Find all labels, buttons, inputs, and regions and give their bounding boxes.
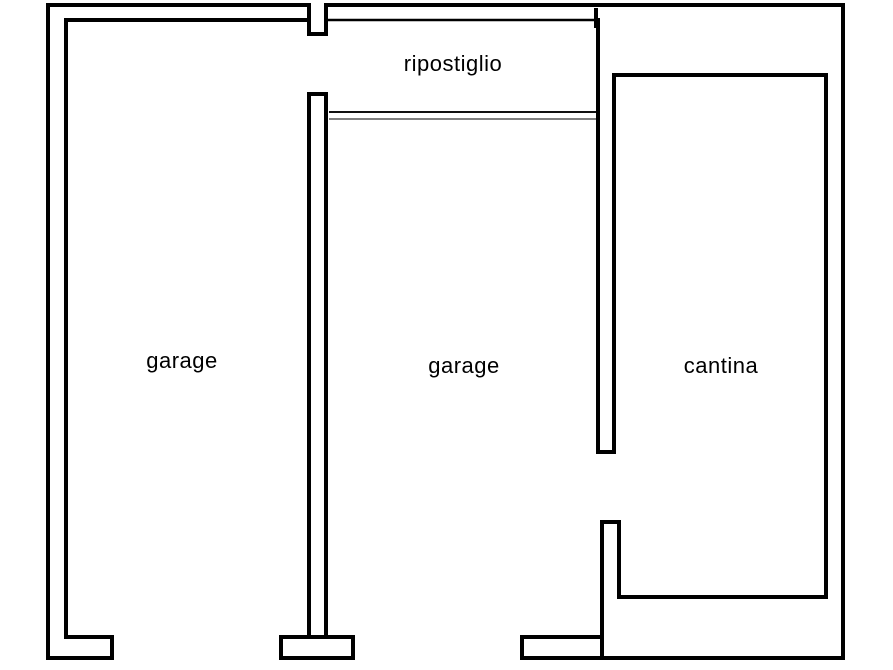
room-label-ripostiglio: ripostiglio — [403, 51, 503, 76]
outer-wall-left — [46, 3, 311, 660]
wall-divider-garages — [307, 92, 328, 641]
wall-cantina-upper — [596, 18, 828, 660]
outer-wall-left-inner — [64, 18, 311, 660]
wall-divider-base — [279, 635, 355, 660]
room-label-garage-center: garage — [428, 353, 500, 378]
outer-wall-bottom-right — [520, 635, 604, 660]
room-label-cantina: cantina — [683, 353, 759, 378]
room-label-garage-left: garage — [146, 348, 218, 373]
wall-nib-top — [307, 3, 328, 36]
outer-wall-right — [328, 3, 845, 660]
